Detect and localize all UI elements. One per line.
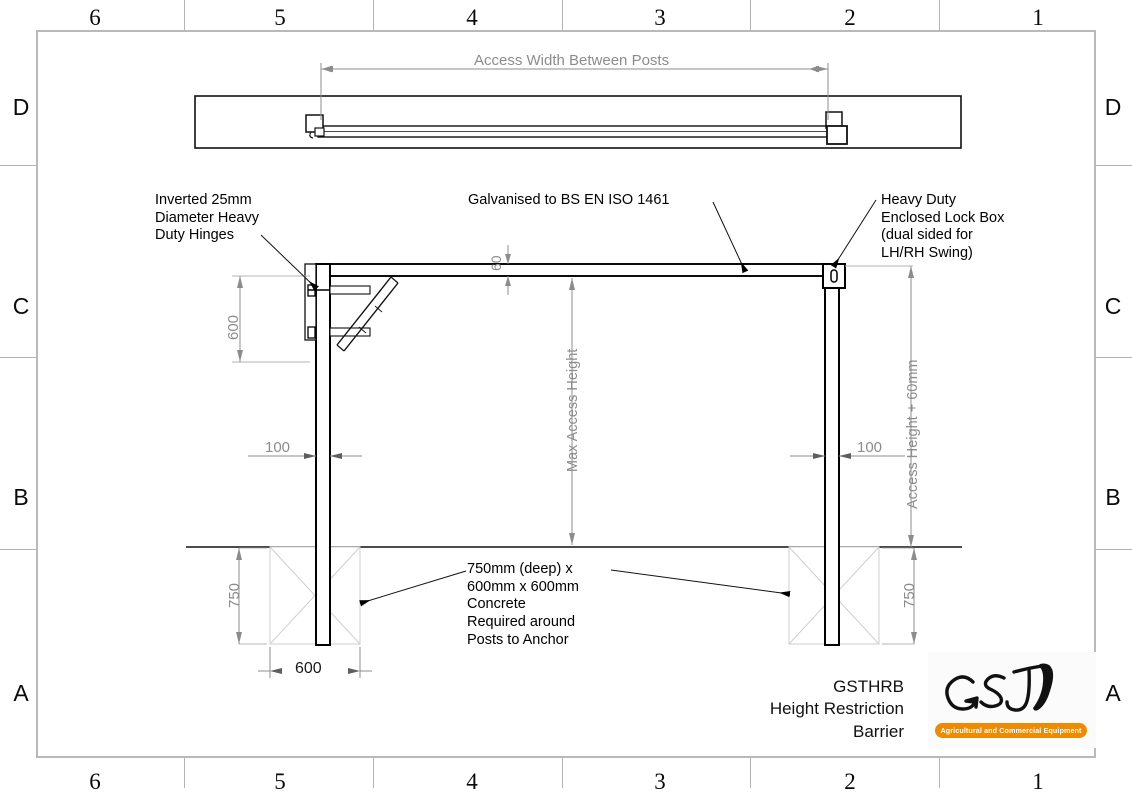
zone-tick-bottom-5 (939, 758, 940, 788)
zone-letter-right-c: C (1104, 293, 1122, 319)
title-line-2: Height Restriction (769, 699, 904, 719)
title-block: GSTHRB Height Restriction Barrier (714, 676, 904, 743)
zone-num-bottom-6: 6 (89, 769, 101, 794)
zone-tick-top-1 (184, 0, 185, 30)
hinge-assembly-left (304, 263, 371, 341)
dim-access-width (320, 63, 829, 120)
zone-letter-left-a: A (13, 680, 29, 706)
zone-tick-top-5 (939, 0, 940, 30)
zone-tick-top-3 (562, 0, 563, 30)
dim-label-max-access-height: Max Access Height (565, 348, 581, 472)
zone-num-top-3: 3 (654, 5, 666, 30)
zone-tick-right-2 (1096, 357, 1132, 358)
zone-tick-bottom-2 (373, 758, 374, 788)
title-line-3: Barrier (852, 721, 904, 741)
note-lock-box: Heavy Duty Enclosed Lock Box (dual sided… (881, 192, 1005, 262)
dim-750-right (882, 547, 917, 645)
zone-letter-left-c: C (12, 293, 30, 319)
dim-label-access-height-plus: Access Height + 60mm (905, 359, 921, 510)
zone-num-bottom-3: 3 (654, 769, 666, 794)
zone-tick-left-2 (0, 357, 36, 358)
dim-label-100-right: 100 (857, 439, 883, 456)
leader-lines (260, 199, 877, 607)
zone-tick-bottom-1 (184, 758, 185, 788)
zone-letter-right-d: D (1104, 94, 1122, 120)
dim-label-750-right: 750 (901, 582, 918, 608)
company-logo: Agricultural and Commercial Equipment (928, 652, 1096, 748)
zone-num-bottom-4: 4 (466, 769, 478, 794)
zone-letter-left-d: D (12, 94, 30, 120)
zone-num-bottom-1: 1 (1032, 769, 1044, 794)
dim-label-600-hinges: 600 (225, 314, 242, 340)
zone-letter-left-b: B (13, 484, 29, 510)
zone-letter-right-a: A (1105, 680, 1121, 706)
dim-max-access-height (569, 278, 575, 545)
zone-tick-left-1 (0, 165, 36, 166)
dim-60-arm (505, 245, 511, 295)
dim-750-left (236, 547, 267, 645)
zone-num-bottom-5: 5 (274, 769, 286, 794)
zone-num-top-1: 1 (1032, 5, 1044, 30)
sheet-frame (36, 30, 1096, 758)
logo-tool-shape (1033, 663, 1054, 711)
dim-600-hinges (232, 275, 310, 363)
zone-tick-right-3 (1096, 549, 1132, 550)
dim-label-600-footing-width: 600 (295, 660, 322, 677)
logo-tagline-banner: Agricultural and Commercial Equipment (935, 723, 1087, 738)
plan-view (194, 95, 962, 149)
dim-label-access-width: Access Width Between Posts (474, 52, 670, 69)
zone-tick-left-3 (0, 549, 36, 550)
zone-tick-right-1 (1096, 165, 1132, 166)
dim-600-footing-width (258, 647, 372, 678)
note-galvanised: Galvanised to BS EN ISO 1461 (468, 192, 670, 208)
zone-tick-bottom-3 (562, 758, 563, 788)
dim-label-750-left: 750 (226, 582, 243, 608)
note-concrete: 750mm (deep) x 600mm x 600mm Concrete Re… (467, 561, 580, 648)
note-hinges: Inverted 25mm Diameter Heavy Duty Hinges (155, 192, 259, 244)
dim-label-60-arm: 60 (488, 255, 504, 271)
dim-100-right (790, 453, 905, 459)
dim-access-height-plus (845, 265, 914, 547)
diagonal-brace (336, 276, 399, 352)
dim-100-left (248, 453, 362, 459)
zone-tick-top-4 (750, 0, 751, 30)
zone-num-top-5: 5 (274, 5, 286, 30)
zone-num-bottom-2: 2 (844, 769, 856, 794)
dim-label-100-left: 100 (265, 439, 291, 456)
zone-tick-top-2 (373, 0, 374, 30)
title-drawing-code: GSTHRB (833, 677, 904, 696)
gst-logo-mark (945, 663, 1054, 712)
zone-letter-right-b: B (1105, 484, 1121, 510)
zone-num-top-6: 6 (89, 5, 101, 30)
zone-num-top-2: 2 (844, 5, 856, 30)
logo-tagline: Agricultural and Commercial Equipment (940, 726, 1082, 735)
zone-tick-bottom-4 (750, 758, 751, 788)
zone-num-top-4: 4 (466, 5, 478, 30)
post-left (315, 263, 331, 646)
